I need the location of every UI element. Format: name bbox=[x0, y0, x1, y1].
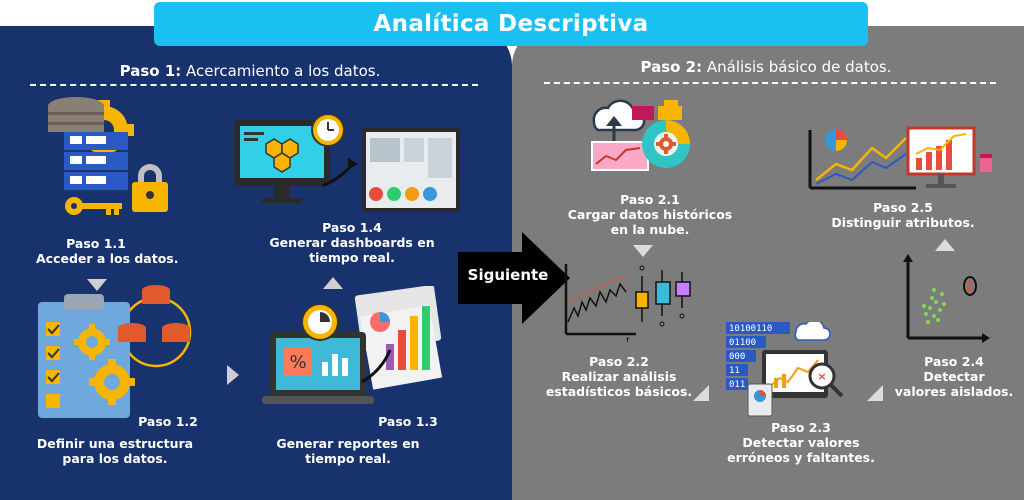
clipboard-checklist-database-icon bbox=[38, 285, 192, 418]
step-2-3-number: Paso 2.3 bbox=[771, 420, 831, 435]
next-label: Siguiente bbox=[467, 266, 549, 284]
step-2-header: Paso 2: Análisis básico de datos. bbox=[526, 58, 1006, 76]
step-2-2-label: Paso 2.2 Realizar análisis estadísticos … bbox=[544, 354, 694, 399]
binary-data-monitor-icon: 10100110 01100 000 11 011 × bbox=[726, 322, 844, 417]
step-2-1-number: Paso 2.1 bbox=[620, 192, 680, 207]
back-arrow-icon bbox=[693, 385, 709, 401]
step-2-header-bold: Paso 2: bbox=[640, 58, 703, 76]
svg-text:10100110: 10100110 bbox=[729, 324, 772, 334]
step-1-divider bbox=[30, 84, 478, 86]
next-arrow-icon bbox=[458, 232, 570, 324]
step-1-2-number-label: Paso 1.2 bbox=[128, 414, 208, 429]
step-2-4-label: Paso 2.4 Detectar valores aislados. bbox=[894, 354, 1014, 399]
step-2-1-text-line2: en la nube. bbox=[610, 222, 690, 237]
step-1-2-text-line1: Definir una estructura bbox=[36, 436, 194, 451]
svg-text:011: 011 bbox=[729, 380, 745, 390]
step-2-3-text-line2: erróneos y faltantes. bbox=[727, 450, 875, 465]
step-1-1-number: Paso 1.1 bbox=[66, 236, 126, 251]
step-1-1-text: Acceder a los datos. bbox=[36, 251, 179, 266]
right-arrow-icon bbox=[227, 365, 239, 385]
step-1-4-text-line1: Generar dashboards en bbox=[269, 235, 435, 250]
step-2-4-text-line1: Detectar bbox=[923, 369, 985, 384]
step-2-2-number: Paso 2.2 bbox=[589, 354, 649, 369]
scatter-outlier-icon bbox=[903, 254, 990, 343]
step-1-header-text: Acercamiento a los datos. bbox=[181, 62, 381, 80]
step-1-3-text-line1: Generar reportes en bbox=[276, 436, 420, 451]
svg-text:t: t bbox=[626, 336, 630, 342]
step-2-5-label: Paso 2.5 Distinguir atributos. bbox=[818, 200, 988, 230]
cloud-upload-charts-icon bbox=[591, 99, 690, 171]
step-2-1-label: Paso 2.1 Cargar datos históricos en la n… bbox=[560, 192, 740, 237]
back-arrow-icon bbox=[867, 385, 883, 401]
svg-text:01100: 01100 bbox=[729, 338, 756, 348]
step-2-1-text-line1: Cargar datos históricos bbox=[567, 207, 733, 222]
laptop-report-chart-icon: % bbox=[262, 286, 443, 404]
title-banner: Analítica Descriptiva bbox=[154, 2, 868, 46]
down-arrow-icon bbox=[87, 279, 107, 291]
step-2-5-number: Paso 2.5 bbox=[873, 200, 933, 215]
page-title: Analítica Descriptiva bbox=[373, 11, 649, 37]
step-2-4-number: Paso 2.4 bbox=[924, 354, 984, 369]
up-arrow-icon bbox=[935, 239, 955, 251]
boxplot-timeseries-icon: t bbox=[564, 264, 691, 342]
down-arrow-icon bbox=[633, 245, 653, 257]
step-2-panel bbox=[512, 26, 1024, 500]
step-1-3-number: Paso 1.3 bbox=[378, 414, 438, 429]
database-key-gear-icon bbox=[48, 97, 168, 215]
step-1-4-number: Paso 1.4 bbox=[322, 220, 382, 235]
step-1-header-bold: Paso 1: bbox=[119, 62, 182, 80]
step-1-2-number: Paso 1.2 bbox=[138, 414, 198, 429]
step-1-4-label: Paso 1.4 Generar dashboards en tiempo re… bbox=[262, 220, 442, 265]
step-1-3-text-line2: tiempo real. bbox=[305, 451, 391, 466]
step-2-header-text: Análisis básico de datos. bbox=[702, 58, 892, 76]
step-2-4-text-line2: valores aislados. bbox=[894, 384, 1014, 399]
step-1-header: Paso 1: Acercamiento a los datos. bbox=[0, 62, 500, 80]
monitor-dashboard-icon bbox=[234, 113, 460, 212]
up-arrow-icon bbox=[323, 277, 343, 289]
step-1-3-label: Generar reportes en tiempo real. bbox=[258, 436, 438, 466]
step-2-divider bbox=[544, 82, 996, 84]
step-2-5-text: Distinguir atributos. bbox=[831, 215, 975, 230]
step-2-3-label: Paso 2.3 Detectar valores erróneos y fal… bbox=[716, 420, 886, 465]
step-1-2-text-line2: para los datos. bbox=[62, 451, 168, 466]
step-2-2-text-line2: estadísticos básicos. bbox=[545, 384, 693, 399]
step-1-3-number-label: Paso 1.3 bbox=[368, 414, 448, 429]
step-1-1-label: Paso 1.1 Acceder a los datos. bbox=[36, 236, 179, 266]
svg-text:×: × bbox=[817, 370, 826, 383]
svg-text:000: 000 bbox=[729, 352, 745, 362]
step-2-3-text-line1: Detectar valores bbox=[742, 435, 860, 450]
svg-text:11: 11 bbox=[729, 366, 740, 376]
step-1-2-label: Definir una estructura para los datos. bbox=[20, 436, 210, 466]
step-2-2-text-line1: Realizar análisis bbox=[561, 369, 677, 384]
svg-text:%: % bbox=[289, 352, 306, 373]
line-chart-growth-icon bbox=[808, 126, 992, 190]
step-1-4-text-line2: tiempo real. bbox=[309, 250, 395, 265]
